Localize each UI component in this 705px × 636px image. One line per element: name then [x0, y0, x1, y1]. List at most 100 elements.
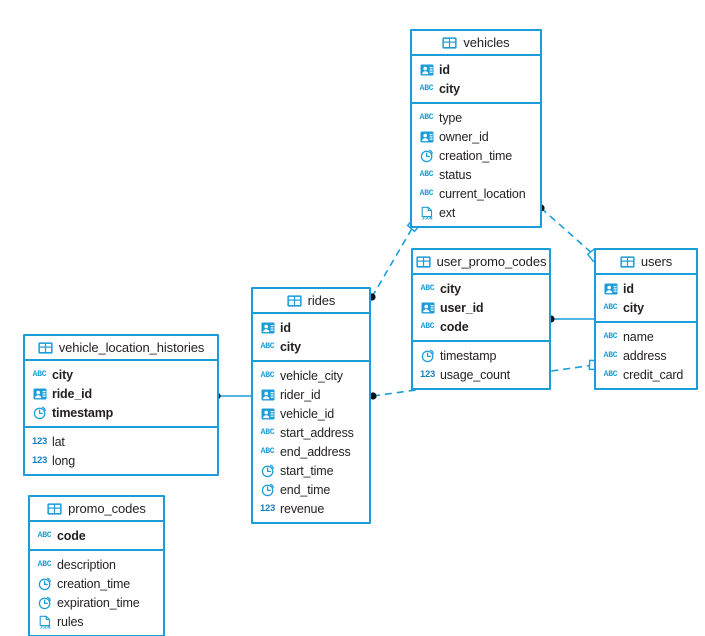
field-name-label: address	[623, 348, 667, 363]
field-name-label: timestamp	[52, 405, 114, 420]
field-name-label: end_address	[280, 444, 351, 459]
field-name-label: vehicle_city	[280, 368, 343, 383]
column-field[interactable]: creation_time	[30, 574, 163, 593]
field-name-label: user_id	[440, 300, 484, 315]
primary-key-field[interactable]: timestamp	[25, 403, 217, 422]
clock-icon	[260, 463, 275, 478]
clock-icon	[420, 348, 435, 363]
field-name-label: vehicle_id	[280, 406, 335, 421]
relationship-edge-user_promo_codes-to-users[interactable]	[547, 315, 594, 323]
column-field[interactable]: rider_id	[253, 385, 369, 404]
abc-text-icon: ABC	[419, 112, 434, 122]
column-field[interactable]: ABC type	[412, 108, 540, 127]
field-name-label: ext	[439, 205, 456, 220]
abc-text-icon: ABC	[419, 83, 434, 93]
column-field[interactable]: ABC end_address	[253, 442, 369, 461]
abc-text-icon: ABC	[37, 559, 52, 569]
column-field[interactable]: JSON ext	[412, 203, 540, 222]
table-header-rides[interactable]: rides	[253, 289, 369, 314]
field-name-label: start_time	[280, 463, 334, 478]
abc-text-icon: ABC	[420, 321, 435, 331]
field-name-label: city	[280, 339, 301, 354]
field-name-label: start_address	[280, 425, 354, 440]
abc-text-icon: ABC	[32, 369, 47, 379]
abc-text-icon: ABC	[260, 370, 275, 380]
primary-key-field[interactable]: id	[253, 318, 369, 337]
column-field[interactable]: timestamp	[413, 346, 549, 365]
table-header-users[interactable]: users	[596, 250, 696, 275]
primary-key-field[interactable]: id	[596, 279, 696, 298]
id-card-icon	[260, 320, 275, 335]
json-file-icon: JSON	[419, 205, 434, 220]
table-header-user_promo_codes[interactable]: user_promo_codes	[413, 250, 549, 275]
clock-icon	[32, 405, 47, 420]
table-icon	[287, 293, 302, 308]
table-icon	[38, 340, 53, 355]
column-field[interactable]: vehicle_id	[253, 404, 369, 423]
id-card-icon	[420, 300, 435, 315]
svg-text:JSON: JSON	[421, 215, 432, 220]
primary-key-field[interactable]: id	[412, 60, 540, 79]
field-name-label: lat	[52, 434, 65, 449]
column-field[interactable]: creation_time	[412, 146, 540, 165]
abc-text-icon: ABC	[260, 446, 275, 456]
table-header-promo_codes[interactable]: promo_codes	[30, 497, 163, 522]
field-name-label: type	[439, 110, 463, 125]
primary-key-field[interactable]: ride_id	[25, 384, 217, 403]
relationship-edge-vehicle_location_histories-to-rides[interactable]	[213, 392, 251, 400]
table-header-vehicle_location_histories[interactable]: vehicle_location_histories	[25, 336, 217, 361]
table-name-label: users	[640, 254, 673, 269]
field-name-label: owner_id	[439, 129, 489, 144]
column-field[interactable]: ABC vehicle_city	[253, 366, 369, 385]
field-name-label: city	[623, 300, 644, 315]
table-icon	[620, 254, 635, 269]
table-name-label: vehicle_location_histories	[58, 340, 205, 355]
column-field[interactable]: expiration_time	[30, 593, 163, 612]
column-field[interactable]: owner_id	[412, 127, 540, 146]
column-field[interactable]: start_time	[253, 461, 369, 480]
table-header-vehicles[interactable]: vehicles	[412, 31, 540, 56]
id-card-icon	[260, 406, 275, 421]
clock-icon	[37, 576, 52, 591]
svg-text:JSON: JSON	[39, 624, 50, 629]
abc-text-icon: ABC	[419, 188, 434, 198]
table-name-label: vehicles	[463, 35, 510, 50]
field-name-label: ride_id	[52, 386, 92, 401]
clock-icon	[419, 148, 434, 163]
primary-key-field[interactable]: user_id	[413, 298, 549, 317]
id-card-icon	[260, 387, 275, 402]
column-field[interactable]: end_time	[253, 480, 369, 499]
json-file-icon: JSON	[37, 614, 52, 629]
